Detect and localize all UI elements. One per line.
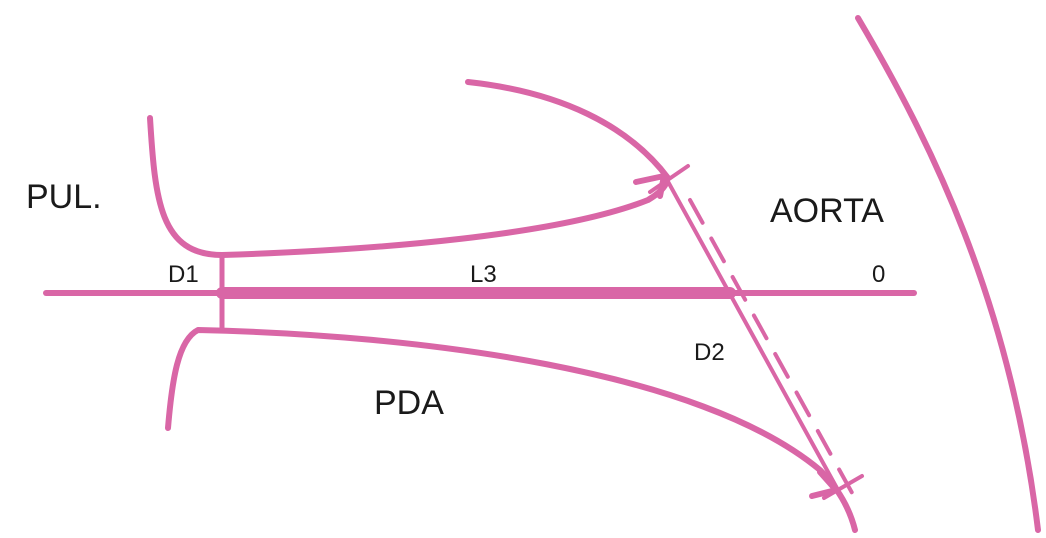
pda-lower-wall [165,327,858,533]
pda-upper-wall [147,115,670,258]
label-d1: D1 [168,261,199,288]
d2-dashed-diagonal [688,198,858,502]
upper-arrowhead [633,173,667,199]
label-pda: PDA [374,384,444,422]
label-pul: PUL. [26,178,102,216]
label-l3: L3 [470,261,497,288]
label-aorta: AORTA [770,192,884,230]
label-zero: 0 [872,261,885,288]
aortic-arch-upper-curve [465,79,671,181]
lower-tick [822,474,864,500]
d2-solid-diagonal [664,176,840,492]
label-d2: D2 [694,339,725,366]
upper-tick [648,164,690,194]
aorta-wall-curve [855,15,1041,533]
